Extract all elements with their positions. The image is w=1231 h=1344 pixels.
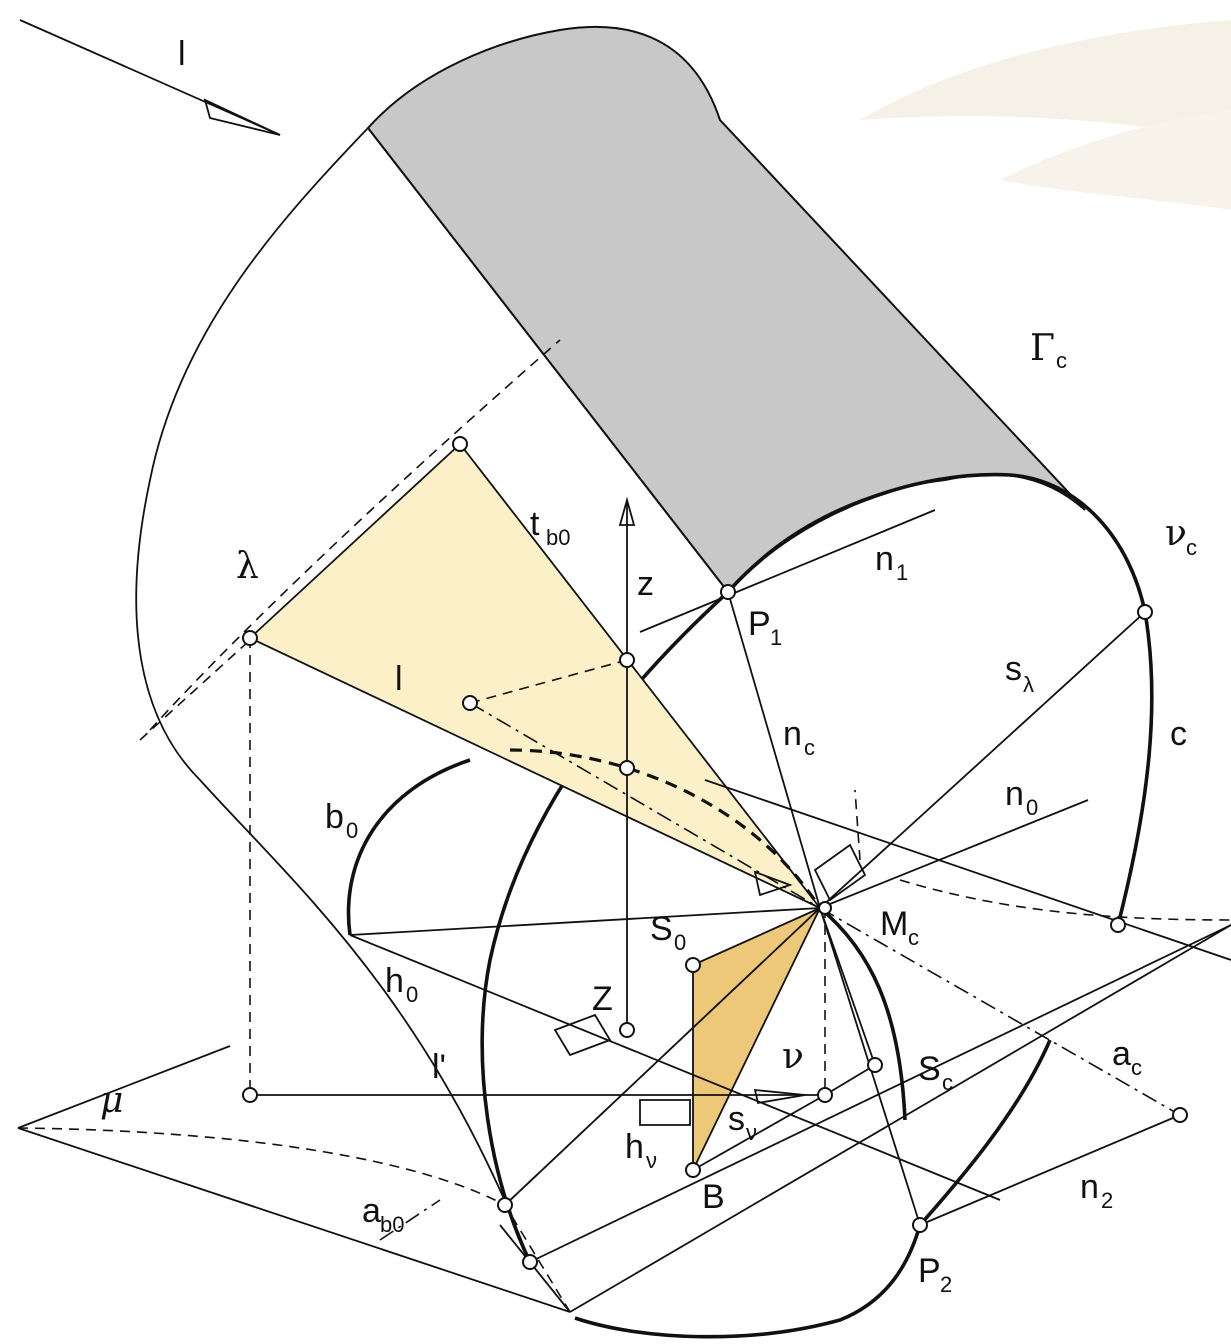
construction-lines [19,19,1231,1263]
label-h-nu-sub: ν [646,1148,657,1173]
ground-plane-mu [17,924,1231,1313]
labels: l Γ c λ t b0 z n 1 ν c P 1 l s λ n c c b… [100,35,1197,1297]
label-n-c-sub: c [804,735,815,760]
label-z-point: Z [592,980,613,1018]
label-s-c: S [918,1050,941,1088]
label-a-b0: a [362,1192,381,1230]
label-n0: n [1005,775,1024,813]
label-n1: n [875,540,894,578]
light-plane-lambda [248,442,821,909]
label-n0-sub: 0 [1026,795,1038,820]
label-gamma-c-sub: c [1056,348,1067,373]
label-l-mid: l [395,660,403,698]
label-n1-sub: 1 [896,560,908,585]
label-mu: μ [100,1080,123,1121]
label-b0: b [325,798,344,836]
label-s-nu-sub: ν [746,1120,757,1145]
label-b: B [702,1178,725,1216]
label-a-b0-sub: b0 [380,1212,404,1237]
label-nu-c-sub: c [1186,535,1197,560]
watermark-ornament [860,20,1231,210]
label-a-c-sub: c [1131,1055,1142,1080]
label-l-light-direction: l [178,35,186,73]
label-p2: P [918,1252,941,1290]
label-l-prime: l' [432,1048,446,1086]
label-nu: ν [782,1036,804,1077]
label-t-b0-sub: b0 [546,525,570,550]
label-lambda: λ [236,546,259,587]
label-p1-sub: 1 [770,625,782,650]
label-a-c: a [1112,1035,1131,1073]
points [242,436,1188,1270]
label-s-lambda: s [1005,650,1022,688]
shadow-triangle [692,906,822,1171]
label-s0-sub: 0 [674,930,686,955]
cylinder-silhouette [135,127,729,1263]
label-s-nu: s [728,1100,745,1138]
label-s-c-sub: c [942,1070,953,1095]
label-nu-c: ν [1165,513,1187,554]
label-h0: h [385,962,404,1000]
label-h-nu: h [625,1128,644,1166]
label-m-c: M [880,905,908,943]
label-m-c-sub: c [908,925,919,950]
label-h0-sub: 0 [406,982,418,1007]
label-n2: n [1080,1168,1099,1206]
label-t-b0: t [530,505,540,543]
label-p2-sub: 2 [940,1272,952,1297]
label-n-c: n [783,715,802,753]
label-b0-sub: 0 [346,818,358,843]
label-n2-sub: 2 [1101,1188,1113,1213]
label-c: c [1170,715,1187,753]
label-s-lambda-sub: λ [1023,672,1034,697]
label-gamma-c: Γ [1030,328,1055,369]
label-z-axis: z [637,565,654,603]
label-s0: S [650,910,673,948]
label-p1: P [748,605,771,643]
